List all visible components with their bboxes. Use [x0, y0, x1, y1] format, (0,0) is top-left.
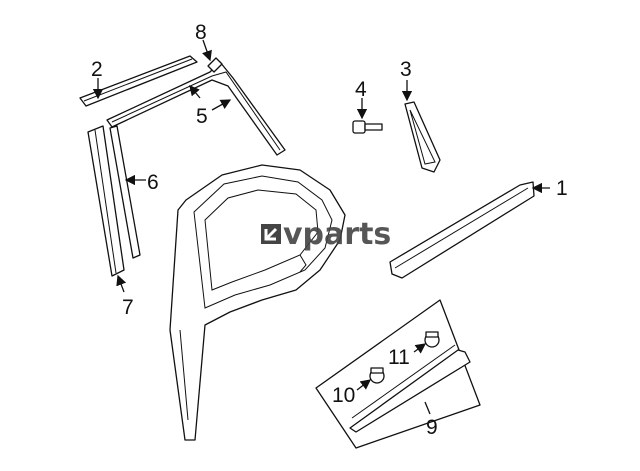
callout-10: 10: [332, 384, 355, 407]
callout-8: 8: [195, 21, 207, 44]
part-3-quarter-glass: [404, 101, 441, 173]
callout-4: 4: [355, 78, 367, 101]
part-4-bolt: [352, 120, 383, 134]
part-6-pillar-trim: [109, 125, 141, 259]
watermark-text: vparts: [283, 217, 391, 252]
callout-11: 11: [388, 346, 410, 369]
part-7-pillar-trim: [87, 125, 125, 277]
vparts-watermark: vparts: [261, 217, 391, 252]
part-1-belt-molding: [389, 181, 535, 279]
callout-1: 1: [556, 177, 568, 200]
part-8-clip: [207, 57, 223, 73]
callout-7: 7: [122, 296, 134, 319]
callout-5: 5: [196, 105, 208, 128]
part-11-clip: [424, 331, 440, 348]
callout-6: 6: [147, 171, 159, 194]
callout-2: 2: [91, 58, 103, 81]
callout-3: 3: [400, 58, 412, 81]
leader-lines: [92, 39, 550, 415]
callout-9: 9: [426, 416, 438, 439]
part-10-clip: [369, 367, 385, 384]
part-9-lower-molding-group: [315, 299, 481, 449]
rear-door-shell: [169, 164, 346, 441]
